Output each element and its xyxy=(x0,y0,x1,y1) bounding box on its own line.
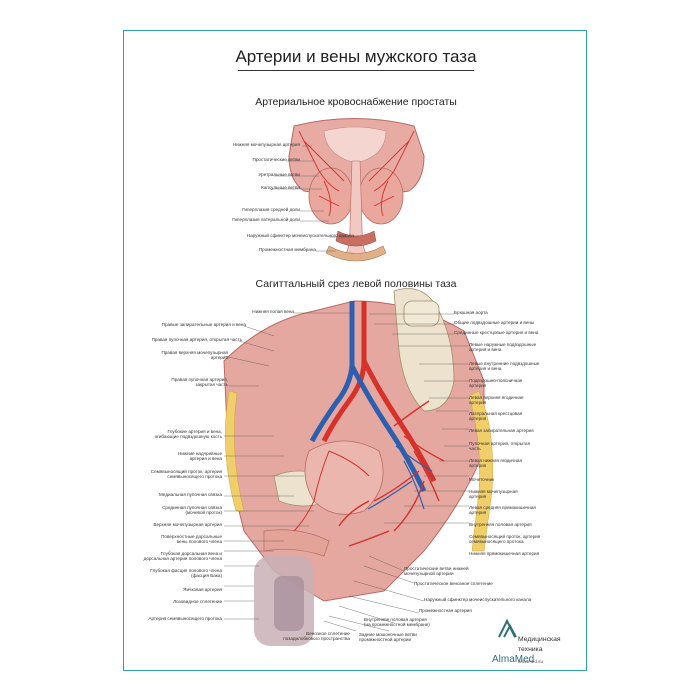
label-median-lobe-hyperplasia: Гиперплазия средней доли xyxy=(242,207,300,212)
label-artery-of-vas-deferens: Артерия семявыносящего протока xyxy=(148,616,222,621)
aorta xyxy=(321,301,437,483)
label-inferior-vesical-artery-sagittal: Нижняя мочепузырная артерия xyxy=(469,489,518,500)
label-lateral-lobe-hyperplasia: Гиперплазия латеральной доли xyxy=(232,217,300,222)
logo-brand: AlmaMed xyxy=(492,654,535,665)
label-retropubic-venous-plexus: Венозное сплетение позадилобкового прост… xyxy=(283,631,350,642)
logo-url: almamed.su xyxy=(518,659,544,664)
label-abdominal-aorta: Брюшная аорта xyxy=(454,310,488,315)
prostate-arteries xyxy=(298,130,415,217)
label-prostatic-venous-plexus: Простатическое венозное сплетение xyxy=(414,581,493,586)
label-medial-umbilical-ligament: Медиальная пупочная связка xyxy=(159,492,222,497)
label-right-umbilical-artery-closed: Правая пупочная артерия, закрытая часть xyxy=(171,377,228,388)
label-left-internal-iliac-vessels: Левые внутренние подвздошные артерия и в… xyxy=(469,361,540,372)
label-umbilical-artery-open: Пупочная артерия, открытая часть xyxy=(469,441,531,452)
label-ureter: Мочеточник xyxy=(469,477,495,482)
label-inferior-rectal-artery: Нижняя прямокишечная артерия xyxy=(469,551,540,556)
penis-shaft xyxy=(263,529,330,557)
genitalia-blurred-detail xyxy=(274,576,304,631)
anatomy-illustration xyxy=(223,118,517,646)
label-left-middle-rectal-artery: Левая средняя прямокишечная артерия xyxy=(469,505,536,516)
prostate-leader-lines xyxy=(270,145,359,252)
label-posterior-scrotal-branches: Задние мошоночные ветви промежностной ар… xyxy=(359,632,417,643)
vertebra-body xyxy=(403,300,440,327)
label-left-external-iliac-vessels: Левые наружные подвздошные артерия и вен… xyxy=(469,342,537,353)
label-testicular-artery: Яичковая артерия xyxy=(183,587,222,592)
right-fat-layer xyxy=(468,390,494,552)
label-external-urethral-sphincter: Наружный сфинктер мочеиспускательного ка… xyxy=(246,233,354,238)
label-median-sacral-vessels: Срединные крестцовые артерия и вена xyxy=(454,330,539,335)
label-superficial-dorsal-veins: Поверхностные дорсальные вены полового ч… xyxy=(161,534,222,545)
label-internal-pudendal-on-membrane: Внутренняя половая артерия (на промежнос… xyxy=(364,617,430,628)
label-left-superior-gluteal-artery: Левая верхняя ягодичная артерия xyxy=(469,395,524,406)
label-perineal-artery: Промежностная артерия xyxy=(419,608,472,613)
prostate-left-lobe xyxy=(308,167,354,225)
sagittal-illustration xyxy=(223,288,494,646)
label-deep-circumflex-iliac-vessels: Глубокие артерия и вена, огибающие подвз… xyxy=(154,429,222,440)
label-right-umbilical-artery-open: Правая пупочная артерия, открытая часть xyxy=(151,337,242,342)
perineal-membrane xyxy=(325,245,387,262)
label-external-sphincter-sagittal: Наружный сфинктер мочеиспускательного ка… xyxy=(424,597,532,602)
label-left-obturator-artery: Левая запирательная артерия xyxy=(469,428,534,433)
almamed-logo-mark xyxy=(498,618,517,638)
label-inferior-epigastric-vessels: Нижние надчревные артерия и вена xyxy=(178,451,222,462)
almamed-logo: Медицинская техника AlmaMed almamed.su xyxy=(492,632,584,668)
label-superior-vesical-artery: Верхняя мочепузырная артерия xyxy=(153,522,222,527)
leader-lines xyxy=(223,145,469,632)
prostate-illustration xyxy=(288,118,425,262)
prostate-section-title: Артериальное кровоснабжение простаты xyxy=(255,96,457,108)
vena-cava xyxy=(309,301,427,493)
prostate-right-lobe xyxy=(358,167,404,225)
title-underline xyxy=(238,70,474,71)
label-right-obturator-vessels: Правые запирательные артерия и вена xyxy=(161,322,246,327)
poster-frame: Артерии и вены мужского таза Артериально… xyxy=(123,30,587,671)
bladder-sagittal xyxy=(304,440,384,515)
logo-triangle-icon xyxy=(498,618,517,638)
label-inferior-vena-cava: Нижняя полая вена xyxy=(252,309,294,314)
superior-vesical-arteries xyxy=(293,450,370,532)
label-median-umbilical-ligament: Срединная пупочная связка (мочевой прото… xyxy=(162,505,222,516)
label-urethral-branches: Уретральные ветви xyxy=(258,172,300,177)
sagittal-leader-lines xyxy=(223,312,469,632)
bladder-lumen xyxy=(323,126,387,164)
label-lateral-sacral-artery: Латеральная крестцовая артерия xyxy=(469,411,523,422)
label-prostatic-branches: Простатические ветви xyxy=(252,157,300,162)
pelvic-veins xyxy=(367,445,433,510)
label-vas-deferens-artery: Семявыносящий проток, артерия семявынося… xyxy=(150,469,222,480)
logo-text-line1: Медицинская xyxy=(518,636,561,643)
label-bucks-fascia: Глубокая фасция полового члена (фасция Б… xyxy=(150,568,222,579)
label-left-inferior-gluteal-artery: Левая нижняя ягодичная артерия xyxy=(469,458,522,469)
poster-title: Артерии и вены мужского таза xyxy=(235,47,477,66)
label-perineal-membrane: Промежностная мембрана xyxy=(258,247,316,252)
label-common-iliac-vessels: Общие подвздошные артерии и вены xyxy=(454,320,535,325)
label-prostatic-branches-inferior-vesical: Простатические ветви нижней мочепузырной… xyxy=(404,566,469,577)
label-vas-deferens-artery-right: Семявыносящий проток, артерия семявынося… xyxy=(469,534,541,545)
label-pampiniform-plexus: Лозовидное сплетение xyxy=(173,599,222,604)
label-capsular-branches: Капсульные ветви xyxy=(261,185,300,190)
logo-text-line2: техника xyxy=(518,646,543,653)
label-deep-dorsal-vein-artery: Глубокая дорсальная вена и дорсальная ар… xyxy=(143,551,222,562)
sagittal-section-title: Сагиттальный срез левой половины таза xyxy=(255,278,457,290)
label-internal-pudendal-artery: Внутренняя половая артерия xyxy=(469,522,532,527)
label-inferior-vesical-artery: Нижняя мочепузырная артерия xyxy=(232,142,300,147)
label-right-superior-vesical-artery: Правая верхняя мочепузырная артерия xyxy=(161,350,228,361)
label-iliolumbar-artery: Подвздошно-поясничная артерия xyxy=(469,378,523,389)
external-sphincter xyxy=(335,230,377,247)
